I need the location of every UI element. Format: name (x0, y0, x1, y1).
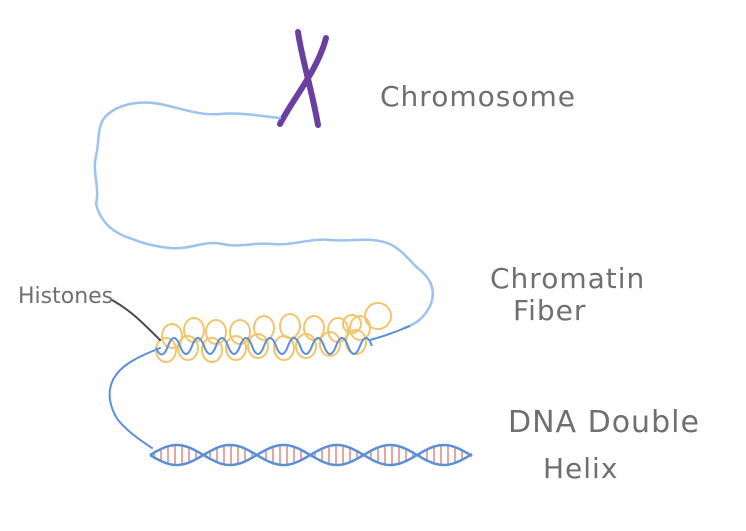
histone-bead (319, 331, 341, 357)
chromosome-chromatid-right (277, 35, 329, 127)
dna-tail (369, 325, 411, 341)
histone-cluster (155, 302, 411, 363)
helix-strand-b (149, 443, 473, 467)
histone-bead (177, 335, 199, 361)
histone-bead (273, 335, 295, 361)
histones-pointer-line (111, 299, 161, 341)
label-fiber: Fiber (513, 294, 587, 327)
histone-bead (349, 315, 371, 341)
label-histones: Histones (18, 284, 114, 309)
histone-bead (295, 333, 317, 359)
dna-strand-link (108, 347, 161, 449)
chromosome-drawing (277, 29, 329, 128)
dna-double-helix (149, 443, 473, 467)
histone-bead (303, 315, 325, 341)
histone-bead (279, 313, 301, 339)
label-chromatin: Chromatin (490, 262, 646, 295)
histone-bead (342, 314, 362, 334)
histone-bead (253, 315, 275, 341)
histone-bead (247, 333, 269, 359)
histone-bead (161, 323, 183, 349)
histone-bead (205, 319, 227, 345)
histone-bead (225, 335, 247, 361)
label-dna-double: DNA Double (508, 405, 700, 440)
histone-bead (229, 319, 251, 345)
dna-wrapping-histones (155, 337, 373, 356)
histone-bead (201, 337, 223, 363)
chromatin-fiber (93, 101, 434, 330)
label-chromosome: Chromosome (380, 80, 576, 113)
label-helix: Helix (543, 452, 619, 485)
histone-bead (364, 302, 392, 330)
